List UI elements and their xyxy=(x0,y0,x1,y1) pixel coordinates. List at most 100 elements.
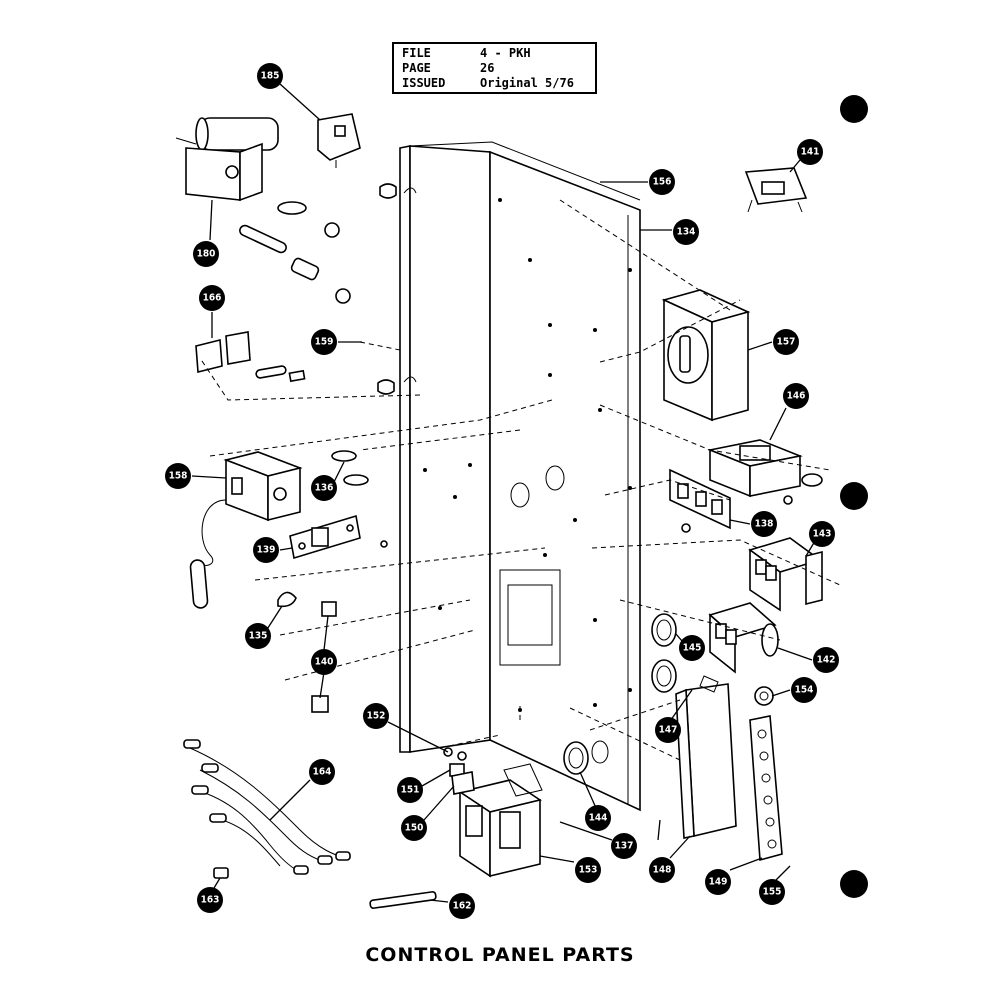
callout-148: 148 xyxy=(649,857,675,883)
svg-text:138: 138 xyxy=(755,519,774,530)
file-value: 4 - PKH xyxy=(480,46,531,60)
svg-text:141: 141 xyxy=(801,147,820,158)
svg-text:139: 139 xyxy=(257,545,276,556)
plug-185 xyxy=(317,113,361,168)
grommet-144 xyxy=(563,741,589,775)
file-row: FILE 4 - PKH xyxy=(402,46,531,60)
svg-text:164: 164 xyxy=(313,767,332,778)
rod-162 xyxy=(369,891,437,909)
page-label: PAGE xyxy=(402,61,431,75)
callout-152: 152 xyxy=(363,703,389,729)
svg-text:166: 166 xyxy=(203,293,222,304)
punch-hole-middle xyxy=(840,482,868,510)
svg-text:134: 134 xyxy=(677,227,696,238)
thermostat-158 xyxy=(189,451,303,609)
svg-text:146: 146 xyxy=(787,391,806,402)
svg-text:145: 145 xyxy=(683,643,702,654)
callout-141: 141 xyxy=(797,139,823,165)
callout-164: 164 xyxy=(309,759,335,785)
control-panel-134 xyxy=(377,141,641,812)
callout-136: 136 xyxy=(311,475,337,501)
relay-141 xyxy=(744,167,808,213)
callout-155: 155 xyxy=(759,879,785,905)
svg-text:143: 143 xyxy=(813,529,832,540)
page-value: 26 xyxy=(480,61,495,75)
callout-180: 180 xyxy=(193,241,219,267)
callout-157: 157 xyxy=(773,329,799,355)
clamp-136 xyxy=(331,450,369,486)
svg-text:137: 137 xyxy=(615,841,634,852)
terminal-166 xyxy=(195,331,306,383)
callout-150: 150 xyxy=(401,815,427,841)
callout-156: 156 xyxy=(649,169,675,195)
timer-157 xyxy=(661,289,751,422)
callout-145: 145 xyxy=(679,635,705,661)
svg-text:163: 163 xyxy=(201,895,220,906)
svg-text:180: 180 xyxy=(197,249,216,260)
svg-text:156: 156 xyxy=(653,177,672,188)
file-label: FILE xyxy=(402,46,431,60)
callout-162: 162 xyxy=(449,893,475,919)
punch-hole-bottom xyxy=(840,870,868,898)
knob-154 xyxy=(754,686,774,706)
callout-140: 140 xyxy=(311,649,337,675)
callout-144: 144 xyxy=(585,805,611,831)
callout-151: 151 xyxy=(397,777,423,803)
svg-text:142: 142 xyxy=(817,655,836,666)
svg-text:150: 150 xyxy=(405,823,424,834)
svg-text:157: 157 xyxy=(777,337,796,348)
callout-154: 154 xyxy=(791,677,817,703)
svg-text:154: 154 xyxy=(795,685,814,696)
callout-138: 138 xyxy=(751,511,777,537)
relay-143 xyxy=(748,537,823,612)
clamp-135 xyxy=(277,591,297,608)
callout-143: 143 xyxy=(809,521,835,547)
bushing-140 xyxy=(311,601,337,713)
callout-146: 146 xyxy=(783,383,809,409)
svg-text:135: 135 xyxy=(249,631,268,642)
leader-lines xyxy=(191,83,819,903)
callout-134: 134 xyxy=(673,219,699,245)
relay-142 xyxy=(708,602,779,674)
issued-value: Original 5/76 xyxy=(480,76,574,90)
screw-152 xyxy=(443,747,467,761)
wire-harness-164 xyxy=(183,739,351,875)
transformer-146 xyxy=(707,439,823,505)
callout-147: 147 xyxy=(655,717,681,743)
page-row: PAGE 26 xyxy=(402,61,494,75)
svg-text:140: 140 xyxy=(315,657,334,668)
callout-153: 153 xyxy=(575,857,601,883)
svg-text:148: 148 xyxy=(653,865,672,876)
callout-139: 139 xyxy=(253,537,279,563)
callout-185: 185 xyxy=(257,63,283,89)
callout-142: 142 xyxy=(813,647,839,673)
callout-158: 158 xyxy=(165,463,191,489)
drawing-caption: CONTROL PANEL PARTS xyxy=(365,944,635,966)
svg-text:144: 144 xyxy=(589,813,608,824)
contactor-153 xyxy=(458,763,543,878)
screw-163 xyxy=(213,867,229,879)
grommet-145 xyxy=(651,613,677,693)
svg-text:158: 158 xyxy=(169,471,188,482)
callout-159: 159 xyxy=(311,329,337,355)
svg-text:153: 153 xyxy=(579,865,598,876)
svg-text:147: 147 xyxy=(659,725,678,736)
callout-163: 163 xyxy=(197,887,223,913)
punch-hole-top xyxy=(840,95,868,123)
projection-lines xyxy=(199,199,841,761)
callout-135: 135 xyxy=(245,623,271,649)
capacitor-assembly-180 xyxy=(175,117,351,304)
callout-166: 166 xyxy=(199,285,225,311)
svg-text:152: 152 xyxy=(367,711,386,722)
svg-text:162: 162 xyxy=(453,901,472,912)
callout-149: 149 xyxy=(705,869,731,895)
bracket-139 xyxy=(289,514,388,560)
terminal-strip-149 xyxy=(749,715,783,862)
svg-text:159: 159 xyxy=(315,337,334,348)
svg-text:151: 151 xyxy=(401,785,420,796)
svg-text:149: 149 xyxy=(709,877,728,888)
